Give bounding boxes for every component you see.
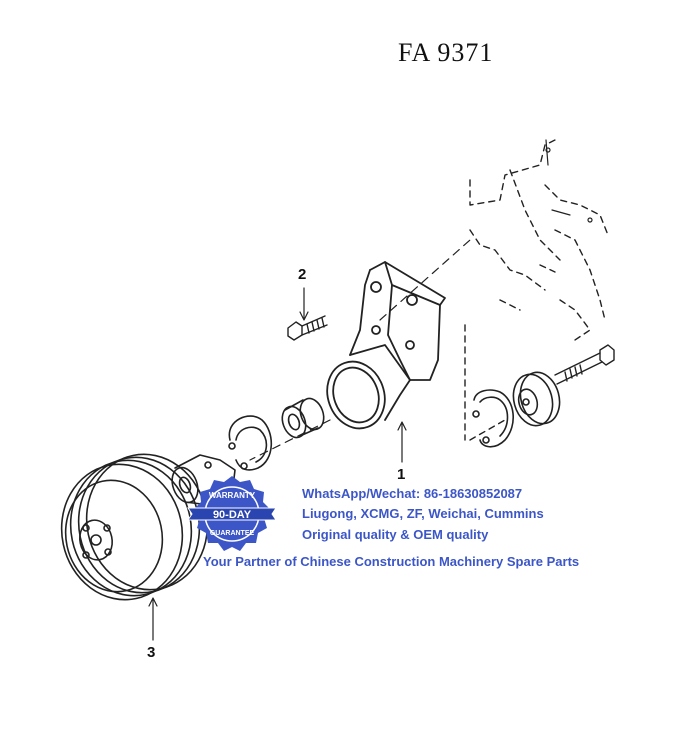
idler-pulley (512, 371, 561, 427)
watermark-slogan: Your Partner of Chinese Construction Mac… (203, 554, 580, 569)
crank-pulley-part-3 (60, 453, 209, 601)
warranty-badge (187, 476, 277, 551)
snap-ring-left (228, 415, 273, 471)
snap-ring-right (472, 389, 514, 448)
callout-2: 2 (298, 266, 307, 283)
page-title: FA 9371 (398, 38, 494, 67)
leader-arrows (148, 287, 407, 641)
badge-center-text: 90-DAY (213, 509, 252, 521)
bolt-part-2 (287, 315, 328, 341)
callout-3: 3 (147, 644, 156, 661)
bracket-housing (326, 261, 446, 430)
badge-bottom-text: GUARANTEE (210, 530, 255, 537)
spacer-sleeve (281, 397, 325, 439)
center-line (249, 239, 471, 461)
badge-top-text: WARRANTY (209, 491, 256, 500)
callout-1: 1 (397, 466, 406, 483)
watermark-contact: WhatsApp/Wechat: 86-18630852087 (302, 486, 523, 501)
engine-block-outline (464, 139, 609, 441)
long-bolt-right (554, 344, 615, 385)
watermark-quality: Original quality & OEM quality (302, 527, 489, 542)
watermark-brands: Liugong, XCMG, ZF, Weichai, Cummins (302, 506, 544, 521)
